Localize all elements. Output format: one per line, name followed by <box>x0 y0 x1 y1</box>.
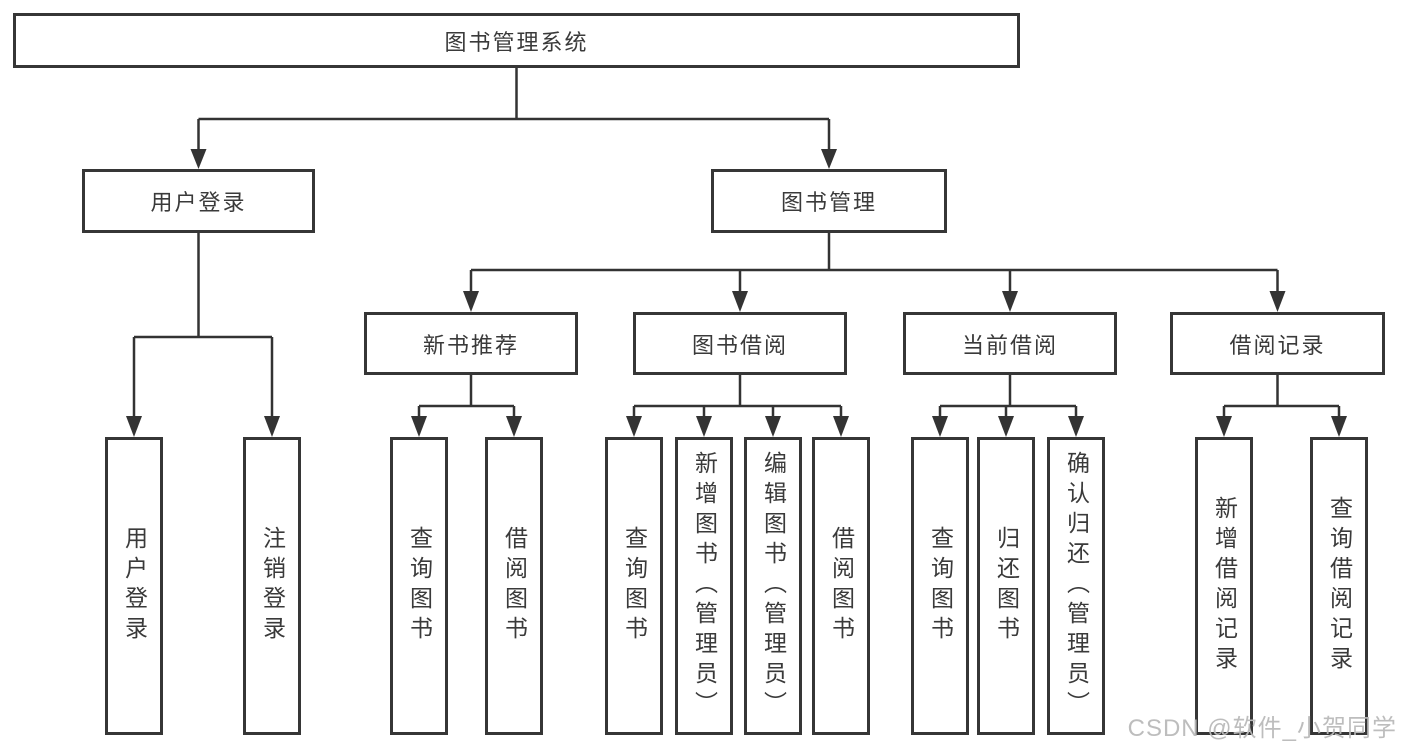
leaf-query-books-3: 查询图书 <box>911 437 969 735</box>
connector-book-management-to-level3 <box>469 233 1279 295</box>
leaf-add-borrow-record: 新增借阅记录 <box>1195 437 1253 735</box>
node-borrowing-records-label: 借阅记录 <box>1229 332 1326 358</box>
arrow-down-icon <box>1216 416 1232 437</box>
arrow-down-icon <box>506 416 522 437</box>
connector-current-borrowing-to-leaves <box>938 375 1078 420</box>
arrow-down-icon <box>411 416 427 437</box>
connector-new-book-recommend-to-leaves <box>417 375 516 420</box>
leaf-return-books: 归还图书 <box>977 437 1035 735</box>
connector-user-login-to-leaves <box>132 233 274 420</box>
arrow-down-icon <box>1331 416 1347 437</box>
node-user-login-label: 用户登录 <box>150 190 247 215</box>
leaf-query-borrow-record-label: 查询借阅记录 <box>1326 496 1353 676</box>
leaf-query-books-2-label: 查询图书 <box>621 526 648 646</box>
leaf-add-borrow-record-label: 新增借阅记录 <box>1211 496 1238 676</box>
arrow-down-icon <box>833 416 849 437</box>
arrow-down-icon <box>1002 291 1018 312</box>
arrow-down-icon <box>264 416 280 437</box>
arrow-down-icon <box>1269 291 1286 312</box>
leaf-logout-login-label: 注销登录 <box>259 526 286 646</box>
node-new-book-recommend-label: 新书推荐 <box>422 332 519 358</box>
arrow-down-icon <box>732 291 748 312</box>
node-book-borrowing-label: 图书借阅 <box>691 332 788 358</box>
arrowheads <box>126 149 1347 437</box>
leaf-borrow-books-2-label: 借阅图书 <box>828 526 855 646</box>
arrow-down-icon <box>998 416 1014 437</box>
node-user-login: 用户登录 <box>82 169 315 233</box>
node-new-book-recommend: 新书推荐 <box>364 312 578 375</box>
arrow-down-icon <box>126 416 142 437</box>
node-book-management-label: 图书管理 <box>780 190 877 215</box>
arrow-down-icon <box>190 149 207 169</box>
leaf-return-books-label: 归还图书 <box>993 526 1020 646</box>
node-book-borrowing: 图书借阅 <box>633 312 847 375</box>
node-borrowing-records: 借阅记录 <box>1170 312 1385 375</box>
leaf-confirm-return-admin: 确认归还（管理员） <box>1047 437 1105 735</box>
node-root: 图书管理系统 <box>13 13 1020 68</box>
leaf-edit-book-admin: 编辑图书（管理员） <box>744 437 802 735</box>
node-book-management: 图书管理 <box>711 169 947 233</box>
leaf-borrow-books-1-label: 借阅图书 <box>501 526 528 646</box>
node-current-borrowing: 当前借阅 <box>903 312 1117 375</box>
connector-book-borrowing-to-leaves <box>632 375 843 420</box>
leaf-query-books-1-label: 查询图书 <box>406 526 433 646</box>
leaf-user-login-label: 用户登录 <box>121 526 148 646</box>
arrow-down-icon <box>821 149 837 169</box>
arrow-down-icon <box>1068 416 1084 437</box>
arrow-down-icon <box>463 291 479 312</box>
arrow-down-icon <box>626 416 642 437</box>
leaf-query-books-2: 查询图书 <box>605 437 663 735</box>
node-root-label: 图书管理系统 <box>444 29 589 55</box>
arrow-down-icon <box>696 416 712 437</box>
leaf-query-books-3-label: 查询图书 <box>927 526 954 646</box>
connector-root-to-level2 <box>197 68 831 152</box>
arrow-down-icon <box>932 416 948 437</box>
leaf-confirm-return-admin-label: 确认归还（管理员） <box>1063 451 1090 721</box>
leaf-borrow-books-1: 借阅图书 <box>485 437 543 735</box>
leaf-borrow-books-2: 借阅图书 <box>812 437 870 735</box>
leaf-query-books-1: 查询图书 <box>390 437 448 735</box>
arrow-down-icon <box>765 416 781 437</box>
leaf-add-book-admin: 新增图书（管理员） <box>675 437 733 735</box>
leaf-logout-login: 注销登录 <box>243 437 301 735</box>
leaf-query-borrow-record: 查询借阅记录 <box>1310 437 1368 735</box>
leaf-user-login: 用户登录 <box>105 437 163 735</box>
leaf-edit-book-admin-label: 编辑图书（管理员） <box>760 451 787 721</box>
node-current-borrowing-label: 当前借阅 <box>961 332 1058 358</box>
leaf-add-book-admin-label: 新增图书（管理员） <box>691 451 718 721</box>
connector-borrowing-records-to-leaves <box>1222 375 1341 420</box>
